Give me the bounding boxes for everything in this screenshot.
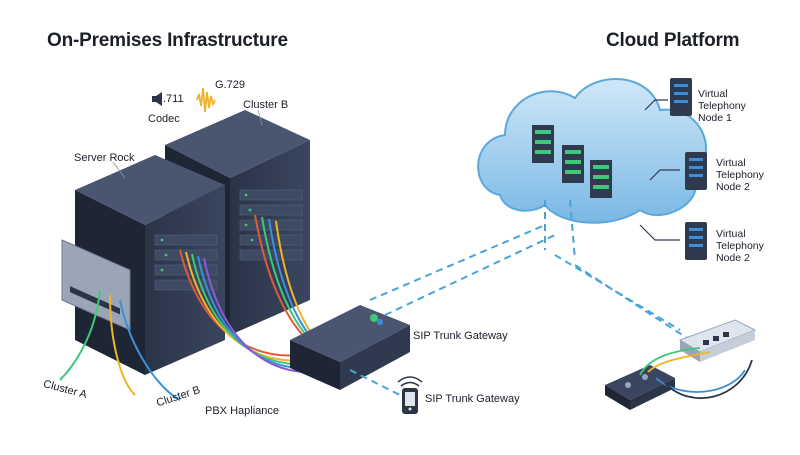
cloud-server-2 (562, 145, 584, 183)
virtual-node-icon-3 (685, 222, 707, 260)
speaker-icon (152, 92, 162, 106)
codec-caption: Codec (148, 113, 180, 125)
waveform-icon (196, 87, 216, 113)
codec-label-a: .711 (163, 93, 184, 105)
edge-cables (639, 347, 753, 399)
virtual-node-icon-2 (685, 152, 707, 190)
label-sip-trunk-gateway-2: SIP Trunk Gateway (425, 393, 520, 405)
title-on-premises: On-Premises Infrastructure (47, 30, 288, 51)
cloud-server-3 (590, 160, 612, 198)
virtual-node-icon-1 (670, 78, 692, 116)
cloud-node-connectors (639, 99, 680, 241)
label-virtual-node-2: Virtual Telephony Node 2 (716, 157, 764, 193)
label-server-rack: Server Rock (74, 152, 135, 164)
label-sip-trunk-gateway-1: SIP Trunk Gateway (413, 330, 508, 342)
pbx-appliance (290, 305, 410, 390)
cloud-platform (477, 78, 707, 224)
dashed-network-links (349, 199, 691, 396)
label-virtual-node-3: Virtual Telephony Node 2 (716, 228, 764, 264)
cloud-server-1 (532, 125, 554, 163)
label-leaders (112, 109, 263, 179)
label-pbx-appliance: PBX Hapliance (205, 405, 279, 417)
network-switch (678, 319, 757, 362)
codec-label-b: G.729 (215, 79, 245, 91)
edge-router (605, 365, 675, 410)
phone-icon (397, 376, 423, 414)
label-virtual-node-1: Virtual Telephony Node 1 (698, 88, 746, 124)
title-cloud-platform: Cloud Platform (606, 30, 740, 51)
label-cluster-b-top: Cluster B (243, 99, 289, 111)
